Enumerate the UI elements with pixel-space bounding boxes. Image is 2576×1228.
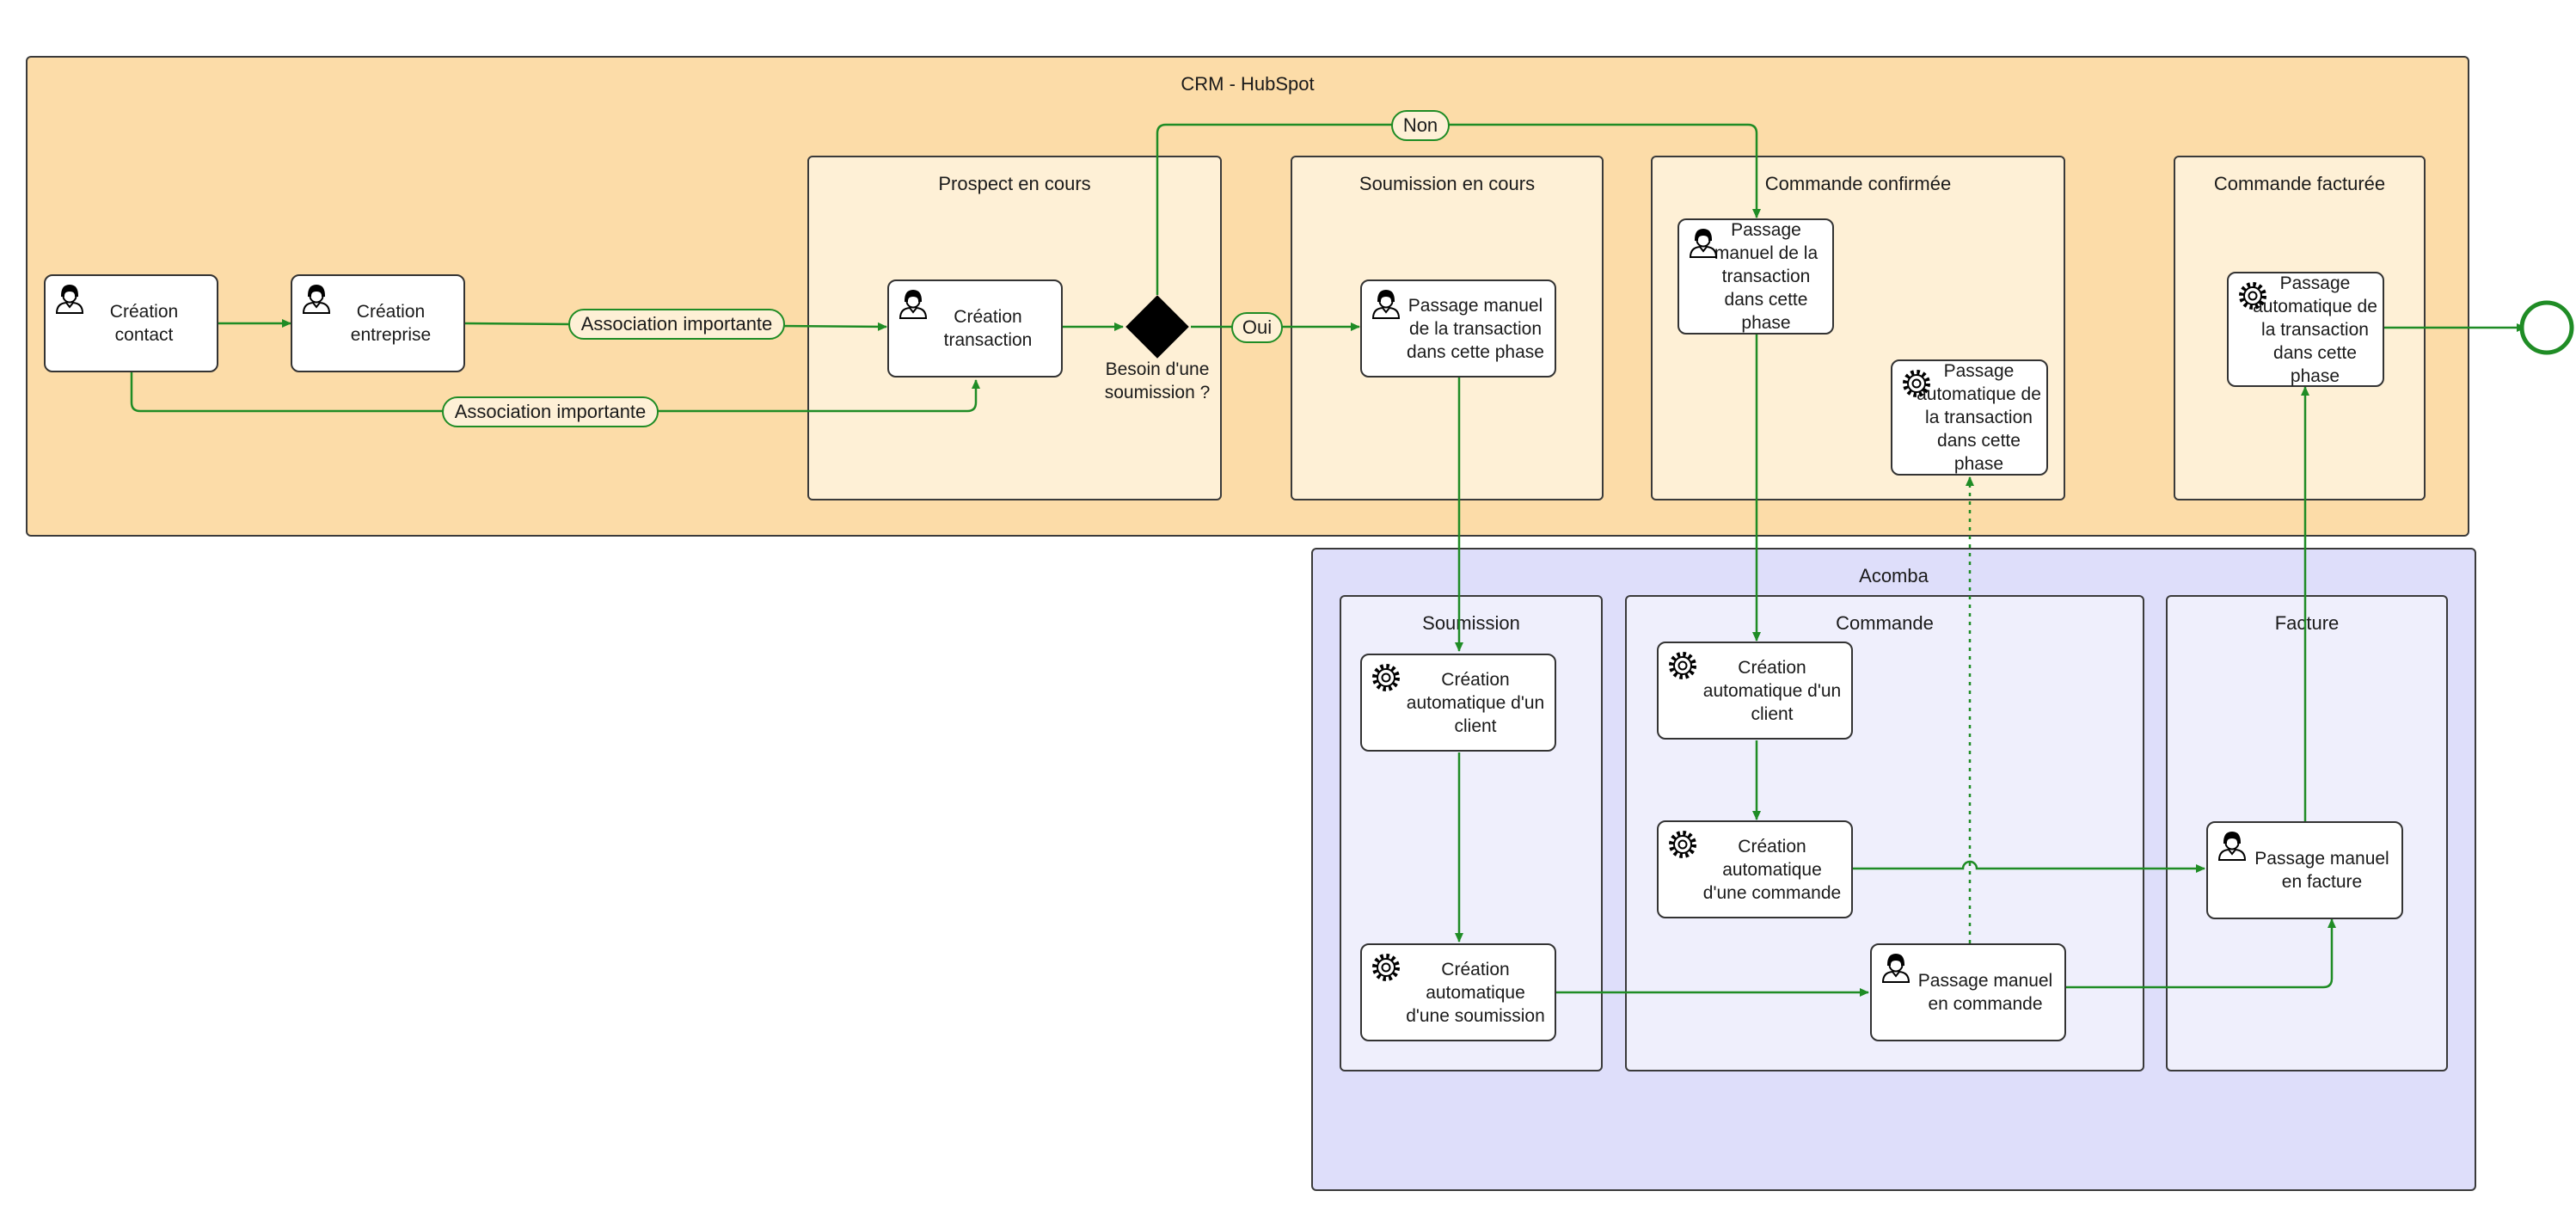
- task-creation-auto-client-commande[interactable]: Création automatique d'un client: [1657, 642, 1853, 740]
- lane-title: Soumission en cours: [1359, 173, 1536, 194]
- task-label: Création transaction: [943, 307, 1033, 350]
- user-icon: [899, 289, 928, 319]
- task-passage-manuel-en-commande[interactable]: Passage manuel en commande: [1870, 943, 2066, 1041]
- user-icon: [302, 284, 331, 314]
- task-label: Passage manuel en commande: [1917, 971, 2053, 1014]
- task-label: Passage automatique de la transaction da…: [1917, 361, 2041, 474]
- pool-title: CRM - HubSpot: [1181, 73, 1315, 95]
- task-label: Passage manuel en facture: [2254, 849, 2389, 892]
- task-creation-contact[interactable]: Création contact: [44, 274, 218, 372]
- gear-icon: [1372, 664, 1400, 691]
- edge-passage-commande-facture: [2066, 918, 2336, 989]
- gear-icon: [1669, 652, 1696, 679]
- gateway-label: Besoin d'une soumission ?: [1104, 359, 1211, 402]
- task-passage-auto-commande-facturee[interactable]: Passage automatique de la transaction da…: [2227, 272, 2384, 387]
- user-icon: [55, 284, 84, 314]
- edge-label-non: Non: [1391, 110, 1450, 141]
- task-label: Création automatique d'un client: [1702, 657, 1842, 724]
- task-label: Passage manuel de la transaction dans ce…: [1714, 220, 1819, 333]
- task-creation-entreprise[interactable]: Création entreprise: [291, 274, 465, 372]
- task-label: Création automatique d'un client: [1406, 669, 1545, 736]
- end-event: [2519, 300, 2574, 355]
- task-label: Création automatique d'une commande: [1702, 836, 1842, 903]
- gateway-diamond: [1125, 295, 1189, 359]
- user-icon: [1881, 953, 1911, 983]
- gear-icon: [1903, 370, 1930, 397]
- task-passage-manuel-commande-confirmee[interactable]: Passage manuel de la transaction dans ce…: [1677, 218, 1834, 335]
- gear-icon: [1669, 831, 1696, 858]
- lane-title: Soumission: [1422, 612, 1520, 634]
- task-creation-transaction[interactable]: Création transaction: [887, 279, 1063, 378]
- task-label: Passage automatique de la transaction da…: [2253, 273, 2377, 386]
- task-creation-auto-commande[interactable]: Création automatique d'une commande: [1657, 820, 1853, 918]
- task-label: Passage manuel de la transaction dans ce…: [1407, 295, 1544, 362]
- edge-label-association-importante: Association importante: [442, 396, 659, 427]
- task-creation-auto-client-soumission[interactable]: Création automatique d'un client: [1360, 654, 1556, 752]
- task-creation-auto-soumission[interactable]: Création automatique d'une soumission: [1360, 943, 1556, 1041]
- task-passage-auto-commande-confirmee[interactable]: Passage automatique de la transaction da…: [1891, 359, 2048, 476]
- lane-title: Commande confirmée: [1764, 173, 1952, 194]
- lane-title: Commande: [1836, 612, 1934, 634]
- edge-gateway-non: [1156, 123, 1761, 295]
- pool-title: Acomba: [1859, 565, 1929, 586]
- edge-label-oui: Oui: [1231, 312, 1283, 343]
- lane-title: Prospect en cours: [938, 173, 1091, 194]
- user-icon: [1689, 228, 1718, 258]
- task-label: Création contact: [109, 302, 179, 345]
- task-passage-manuel-soumission-en-cours[interactable]: Passage manuel de la transaction dans ce…: [1360, 279, 1556, 378]
- edge-label-association-importante: Association importante: [568, 309, 785, 340]
- task-label: Création automatique d'une soumission: [1406, 959, 1545, 1026]
- user-icon: [2217, 831, 2247, 861]
- lane-title: Facture: [2274, 612, 2340, 634]
- user-icon: [1371, 289, 1401, 319]
- task-passage-manuel-en-facture[interactable]: Passage manuel en facture: [2206, 821, 2403, 919]
- lane-title: Commande facturée: [2213, 173, 2386, 194]
- gear-icon: [2239, 282, 2266, 310]
- gear-icon: [1372, 954, 1400, 981]
- task-label: Création entreprise: [350, 302, 432, 345]
- edge-commande-facture: [1853, 860, 2205, 873]
